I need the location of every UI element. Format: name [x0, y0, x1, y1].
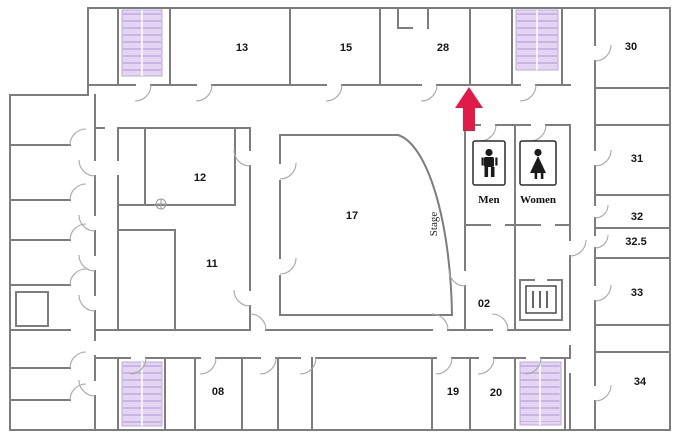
elevator-figures — [532, 291, 548, 308]
womens-room-label: Women — [520, 194, 556, 206]
room-label-32-5: 32.5 — [625, 236, 646, 248]
walls — [9, 7, 671, 431]
elevator-frame — [525, 285, 557, 314]
stairwell-bottom-left — [121, 361, 163, 427]
room-label-20: 20 — [490, 387, 502, 399]
door-arc — [69, 44, 612, 402]
room-label-28: 28 — [437, 42, 449, 54]
mens-restroom-sign: Men — [472, 140, 506, 206]
room-label-12: 12 — [194, 172, 206, 184]
room17-walls — [279, 134, 453, 316]
room-label-02: 02 — [478, 298, 490, 310]
room-label-19: 19 — [447, 386, 459, 398]
left-block-walls — [9, 94, 571, 431]
elevator-icon — [525, 285, 557, 314]
room-label-08: 08 — [212, 386, 224, 398]
right-column-walls — [569, 7, 671, 431]
room-label-33: 33 — [631, 287, 643, 299]
outer-wall — [9, 7, 671, 431]
up-arrow-icon — [455, 87, 483, 131]
room-label-13: 13 — [236, 42, 248, 54]
column-symbol — [155, 198, 167, 210]
stairwell-bottom-right — [519, 361, 562, 426]
bottom-band-walls — [94, 357, 571, 431]
room-label-32: 32 — [631, 211, 643, 223]
room-label-11: 11 — [206, 258, 218, 270]
woman-icon — [530, 148, 546, 179]
room-label-17: 17 — [346, 210, 358, 222]
room-label-31: 31 — [631, 153, 643, 165]
column-cross — [156, 199, 166, 209]
stairwell-top-right — [515, 9, 559, 71]
door-swings — [69, 44, 612, 402]
mens-room-label: Men — [478, 194, 499, 206]
room-label-15: 15 — [340, 42, 352, 54]
womens-restroom-sign: Women — [519, 140, 557, 206]
top-band-walls — [87, 7, 571, 86]
room-label-30: 30 — [625, 41, 637, 53]
stage-label: Stage — [428, 212, 440, 237]
man-icon — [481, 148, 498, 177]
stairwell-top-left — [121, 9, 163, 77]
room-label-34: 34 — [634, 376, 647, 388]
stage-curve — [396, 133, 454, 317]
